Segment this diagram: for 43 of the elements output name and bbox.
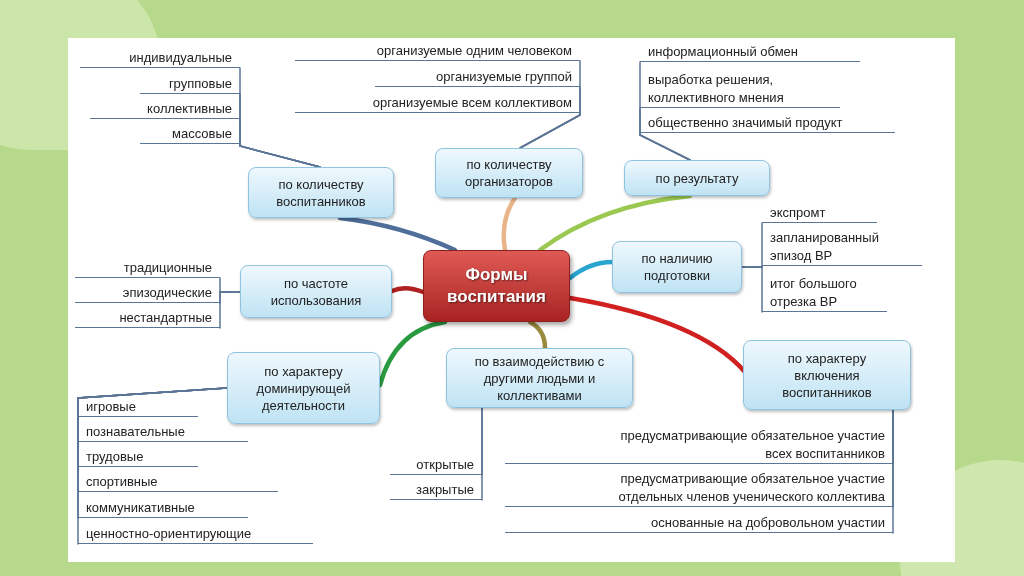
underlined-label: организуемые группой [375, 66, 580, 87]
underlined-label: традиционные [75, 258, 220, 278]
underlined-label: итог большого отрезка ВР [762, 271, 887, 312]
connector-line [481, 407, 483, 501]
underlined-label: трудовые [78, 447, 198, 467]
connector-line [892, 409, 894, 534]
underlined-label: массовые [140, 123, 240, 144]
category-box: по количеству организаторов [435, 148, 583, 198]
underlined-label: нестандартные [75, 308, 220, 328]
underlined-label: открытые [390, 455, 482, 475]
underlined-label: выработка решения, коллективного мнения [640, 68, 840, 108]
underlined-label: общественно значимый продукт [640, 112, 895, 133]
central-topic-box: Формы воспитания [423, 250, 570, 322]
underlined-label: игровые [78, 397, 198, 417]
underlined-label: организуемые одним человеком [295, 40, 580, 61]
underlined-label: индивидуальные [80, 47, 240, 68]
category-box: по характеру включения воспитанников [743, 340, 911, 410]
category-box: по наличию подготовки [612, 241, 742, 293]
underlined-label: групповые [140, 73, 240, 94]
underlined-label: познавательные [78, 422, 248, 442]
underlined-label: предусматривающие обязательное участие всех воспитанников [505, 424, 893, 464]
underlined-label: предусматривающие обязательное участие отдельных членов ученического коллектива [505, 467, 893, 507]
underlined-label: эпизодические [75, 283, 220, 303]
underlined-label: закрытые [390, 480, 482, 500]
category-box: по характеру доминирующей деятельности [227, 352, 380, 424]
category-box: по частоте использования [240, 265, 392, 318]
underlined-label: информационный обмен [640, 41, 860, 62]
underlined-label: спортивные [78, 472, 278, 492]
underlined-label: запланированный эпизод ВР [762, 226, 922, 266]
underlined-label: экспромт [762, 203, 877, 223]
category-box: по взаимодействию с другими людьми и коллективами [446, 348, 633, 408]
connector-line [639, 132, 691, 161]
connector-line [219, 291, 241, 329]
connector-line [239, 143, 321, 168]
category-box: по результату [624, 160, 770, 196]
underlined-label: ценностно-ориентирующие [78, 524, 313, 544]
connector-line [741, 266, 763, 313]
underlined-label: коллективные [90, 98, 240, 119]
underlined-label: коммуникативные [78, 498, 248, 518]
underlined-label: основанные на добровольном участии [505, 513, 893, 533]
underlined-label: организуемые всем коллективом [295, 92, 580, 113]
connector-line [519, 112, 581, 149]
category-box: по количеству воспитанников [248, 167, 394, 218]
